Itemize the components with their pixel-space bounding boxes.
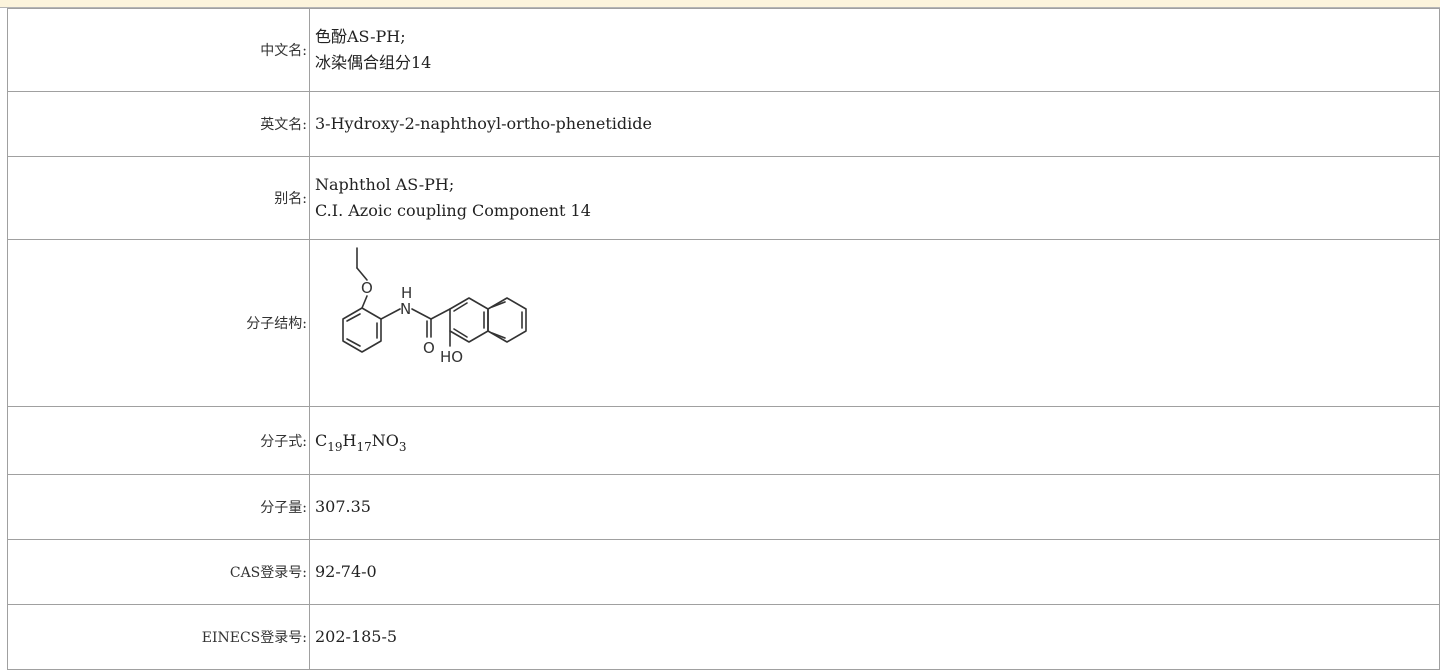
row-formula: 分子式: C19H17NO3 (7, 406, 1440, 475)
row-chinese-name: 中文名: 色酚AS-PH; 冰染偶合组分14 (7, 8, 1440, 92)
row-molecular-weight: 分子量: 307.35 (7, 474, 1440, 540)
alias-value: Naphthol AS-PH; C.I. Azoic coupling Comp… (309, 156, 1440, 240)
top-band (0, 0, 1440, 8)
alias-line-1: Naphthol AS-PH; (315, 175, 455, 194)
row-einecs: EINECS登录号: 202-185-5 (7, 604, 1440, 670)
amide-nitrogen-atom: N (400, 300, 411, 318)
cas-value: 92-74-0 (309, 539, 1440, 605)
molecular-structure-image: O H N O HO (342, 247, 527, 366)
row-alias: 别名: Naphthol AS-PH; C.I. Azoic coupling … (7, 156, 1440, 240)
alias-label: 别名: (7, 156, 310, 240)
row-structure: 分子结构: (7, 239, 1440, 407)
alias-line-2: C.I. Azoic coupling Component 14 (315, 201, 591, 220)
molecular-weight-label: 分子量: (7, 474, 310, 540)
formula-value: C19H17NO3 (309, 406, 1440, 475)
carbonyl-oxygen-atom: O (423, 339, 435, 357)
formula-hydrogen: H (342, 430, 357, 450)
einecs-value: 202-185-5 (309, 604, 1440, 670)
formula-label: 分子式: (7, 406, 310, 475)
formula-oxygen-count: 3 (398, 439, 407, 454)
hydroxyl-group: HO (440, 348, 463, 366)
molecular-weight-value: 307.35 (309, 474, 1440, 540)
row-cas: CAS登录号: 92-74-0 (7, 539, 1440, 605)
structure-cell: O H N O HO (309, 239, 1440, 407)
formula-carbon-count: 19 (327, 439, 343, 454)
row-english-name: 英文名: 3-Hydroxy-2-naphthoyl-ortho-pheneti… (7, 91, 1440, 157)
compound-info-table: 中文名: 色酚AS-PH; 冰染偶合组分14 英文名: 3-Hydroxy-2-… (7, 8, 1440, 670)
english-name-label: 英文名: (7, 91, 310, 157)
ether-oxygen-atom: O (361, 279, 373, 297)
chinese-name-label: 中文名: (7, 8, 310, 92)
formula-hydrogen-count: 17 (356, 439, 372, 454)
english-name-value: 3-Hydroxy-2-naphthoyl-ortho-phenetidide (309, 91, 1440, 157)
chinese-name-value: 色酚AS-PH; 冰染偶合组分14 (309, 8, 1440, 92)
chinese-name-line-1: 色酚AS-PH; (315, 27, 406, 46)
formula-carbon: C (315, 430, 328, 450)
cas-label: CAS登录号: (7, 539, 310, 605)
structure-label: 分子结构: (7, 239, 310, 407)
einecs-label: EINECS登录号: (7, 604, 310, 670)
formula-nitrogen-oxygen: NO (371, 430, 399, 450)
chinese-name-line-2: 冰染偶合组分14 (315, 53, 432, 72)
amide-hydrogen-atom: H (401, 284, 412, 302)
